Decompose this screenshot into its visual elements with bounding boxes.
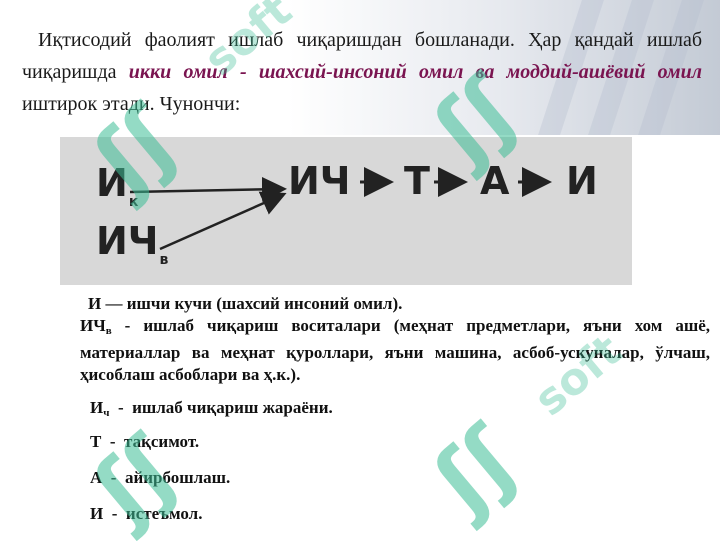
definition-means-term: ИЧ xyxy=(80,316,106,335)
definition-means-text: - ишлаб чиқариш воситалари (меҳнат предм… xyxy=(80,316,710,384)
diagram-labor-sub: к xyxy=(128,194,139,210)
definition-exchange-text: - айирбошлаш. xyxy=(102,468,231,487)
definition-consumption: И - истеъмол. xyxy=(90,503,202,525)
diagram-means-letter: ИЧ xyxy=(96,219,159,263)
definition-means: ИЧв - ишлаб чиқариш воситалари (меҳнат п… xyxy=(80,315,710,386)
definition-means-sub: в xyxy=(105,325,112,337)
watermark-logo-icon: ʃʃ xyxy=(416,408,536,532)
arrow-from-labor xyxy=(129,176,287,202)
intro-emphasis: икки омил - шахсий-инсоний омил ва модди… xyxy=(128,61,703,83)
intro-text-start: Иқтисодий фаолият ишлаб чиқаришдан бошла… xyxy=(22,29,702,83)
diagram-labor-letter: И xyxy=(96,161,128,205)
definition-process-text: - ишлаб чиқариш жараёни. xyxy=(109,398,333,417)
definition-consumption-term: И xyxy=(90,504,104,523)
definition-exchange-term: А xyxy=(90,468,103,487)
definition-distribution: Т - тақсимот. xyxy=(90,431,199,453)
definition-process: Ич - ишлаб чиқариш жараёни. xyxy=(90,397,333,424)
intro-paragraph: Иқтисодий фаолият ишлаб чиқаришдан бошла… xyxy=(22,24,702,120)
diagram-chain-2: Т xyxy=(404,159,430,203)
definition-exchange: А - айирбошлаш. xyxy=(90,467,230,489)
diagram-means-sub: в xyxy=(159,252,169,268)
production-diagram: Ик ИЧв ИЧ Т А И xyxy=(60,137,632,285)
definition-process-sub: ч xyxy=(103,407,110,419)
diagram-labor: Ик xyxy=(96,163,138,222)
arrow-from-means xyxy=(159,191,287,251)
diagram-chain-4: И xyxy=(566,159,598,203)
intro-text-end: иштирок этади. Чунончи: xyxy=(22,93,241,115)
diagram-chain-3: А xyxy=(480,159,510,203)
definition-consumption-text: - истеъмол. xyxy=(103,504,203,523)
definition-process-term: И xyxy=(90,398,104,417)
diagram-chain-1: ИЧ xyxy=(288,159,351,203)
diagram-arrows xyxy=(129,167,552,251)
definition-distribution-term: Т xyxy=(90,432,102,451)
definition-distribution-text: - тақсимот. xyxy=(101,432,200,451)
header-gradient xyxy=(0,0,720,135)
diagram-means: ИЧв xyxy=(96,221,168,280)
definition-labor: И — ишчи кучи (шахсий инсоний омил). xyxy=(88,294,403,313)
